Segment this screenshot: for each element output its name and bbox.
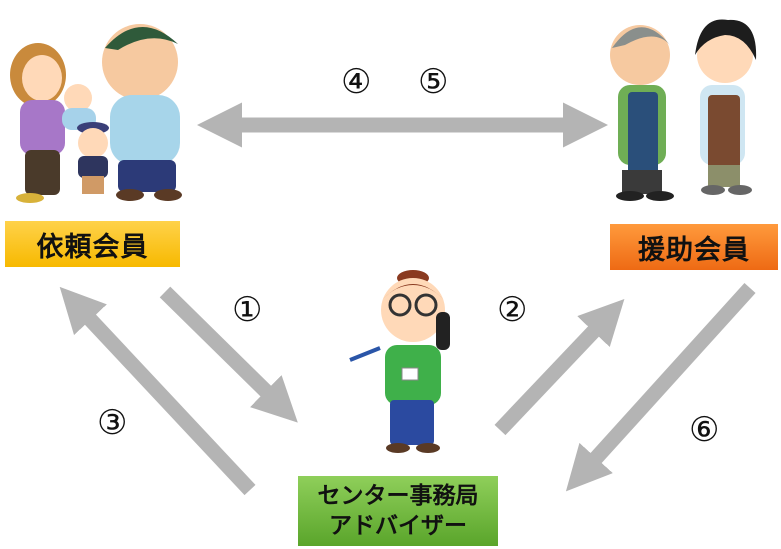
step-5-marker: ⑤ (418, 62, 449, 102)
helper-couple-illustration (610, 19, 757, 201)
arrow-center-to-requester (59, 286, 256, 496)
family-illustration (10, 24, 182, 203)
arrow-requester-to-center (159, 286, 298, 423)
requester-member-label: 依頼会員 (5, 221, 180, 267)
center-advisor-label: センター事務局 アドバイザー (298, 476, 498, 546)
step-6-marker: ⑥ (689, 410, 720, 450)
step-4-marker: ④ (341, 62, 372, 102)
step-1-marker: ① (232, 290, 263, 330)
step-3-marker: ③ (97, 403, 128, 443)
advisor-illustration (349, 270, 450, 453)
arrow-center-to-helper (494, 298, 625, 436)
requester-member-text: 依頼会員 (36, 231, 149, 263)
center-line-2: アドバイザー (329, 513, 467, 539)
step-2-marker: ② (497, 290, 528, 330)
helper-member-label: 援助会員 (610, 224, 778, 270)
center-line-1: センター事務局 (317, 483, 479, 509)
arrow-helper-to-center (565, 282, 756, 492)
helper-member-text: 援助会員 (638, 234, 750, 266)
